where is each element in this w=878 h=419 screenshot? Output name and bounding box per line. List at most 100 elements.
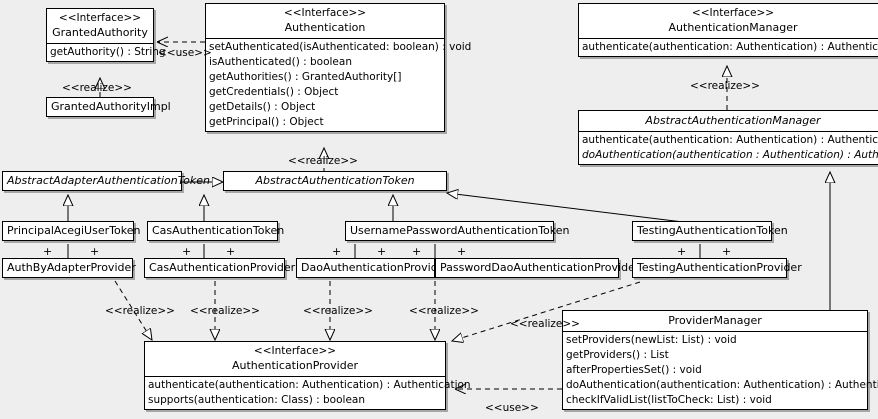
class-authentication-provider[interactable]: <<Interface>> AuthenticationProvider aut… [144, 341, 471, 410]
class-password-dao-authentication-provider[interactable]: PasswordDaoAuthenticationProvider [435, 258, 640, 278]
class-name: Authentication [284, 21, 366, 34]
class-name: DaoAuthenticationProvider [301, 261, 449, 274]
operation: doAuthentication(authentication: Authent… [566, 379, 878, 391]
class-testing-authentication-provider[interactable]: TestingAuthenticationProvider [632, 258, 802, 278]
class-header: TestingAuthenticationProvider [633, 259, 802, 277]
edge-label-realize-authentication: <<realize>> [288, 155, 358, 167]
class-header: DaoAuthenticationProvider [297, 259, 449, 277]
assoc-plus-username-pwd-left: + [412, 245, 422, 258]
class-abstract-adapter-authentication-token[interactable]: AbstractAdapterAuthenticationToken [2, 171, 210, 191]
operations-compartment: getAuthority() : String [47, 44, 166, 61]
stereotype-label: <<Interface>> [691, 7, 775, 19]
class-name: TestingAuthenticationToken [637, 224, 788, 237]
operation: getDetails() : Object [209, 101, 316, 113]
class-name: AbstractAuthenticationToken [255, 174, 415, 187]
operation: authenticate(authentication: Authenticat… [582, 41, 878, 53]
assoc-plus-username-dao-left: + [332, 245, 342, 258]
class-name: CasAuthenticationProvider [149, 261, 296, 274]
edge-label-realize-dao-provider: <<realize>> [303, 305, 373, 317]
edge-label-use-provider-manager: <<use>> [485, 402, 539, 414]
class-authentication-manager[interactable]: <<Interface>> AuthenticationManager auth… [578, 3, 878, 57]
class-header: GrantedAuthorityImpl [47, 98, 171, 116]
edge-label-realize-cas-provider: <<realize>> [190, 305, 260, 317]
class-header: <<Interface>> AuthenticationProvider [145, 342, 445, 377]
class-header: AuthByAdapterProvider [3, 259, 136, 277]
operation: authenticate(authentication: Authenticat… [148, 379, 471, 391]
class-granted-authority[interactable]: <<Interface>> GrantedAuthority getAuthor… [46, 8, 166, 62]
class-name: TestingAuthenticationProvider [637, 261, 802, 274]
class-header: CasAuthenticationToken [148, 222, 285, 240]
edge-label-realize-testing-provider: <<realize>> [510, 318, 580, 330]
assoc-plus-cas-left: + [182, 245, 192, 258]
class-header: TestingAuthenticationToken [633, 222, 788, 240]
operation: getProviders() : List [566, 349, 669, 361]
class-name: AbstractAdapterAuthenticationToken [7, 174, 210, 187]
class-dao-authentication-provider[interactable]: DaoAuthenticationProvider [296, 258, 449, 278]
stereotype-label: <<Interface>> [58, 12, 142, 24]
edge-label-realize-password-dao-provider: <<realize>> [409, 305, 479, 317]
assoc-plus-cas-right: + [226, 245, 236, 258]
class-cas-authentication-token[interactable]: CasAuthenticationToken [147, 221, 285, 241]
edge-label-realize-granted-authority-impl: <<realize>> [62, 82, 132, 94]
assoc-plus-testing-left: + [677, 245, 687, 258]
class-header: PasswordDaoAuthenticationProvider [436, 259, 640, 277]
class-granted-authority-impl[interactable]: GrantedAuthorityImpl [46, 97, 171, 117]
class-testing-authentication-token[interactable]: TestingAuthenticationToken [632, 221, 788, 241]
operation: getPrincipal() : Object [209, 116, 324, 128]
operation: checkIfValidList(listToCheck: List) : vo… [566, 394, 772, 406]
operation: isAuthenticated() : boolean [209, 56, 352, 68]
assoc-plus-username-pwd-right: + [457, 245, 467, 258]
class-name: PasswordDaoAuthenticationProvider [440, 261, 640, 274]
class-authentication[interactable]: <<Interface>> Authentication setAuthenti… [205, 3, 472, 132]
assoc-plus-username-dao-right: + [377, 245, 387, 258]
edge-label-use-granted-authority: <<use>> [158, 47, 212, 59]
operation: authenticate(authentication: Authenticat… [582, 134, 878, 146]
assoc-plus-testing-right: + [722, 245, 732, 258]
class-header: CasAuthenticationProvider [145, 259, 296, 277]
edge-label-realize-authentication-manager: <<realize>> [690, 80, 760, 92]
class-provider-manager[interactable]: ProviderManager setProviders(newList: Li… [562, 310, 878, 410]
class-header: <<Interface>> AuthenticationManager [579, 4, 878, 39]
class-abstract-authentication-token[interactable]: AbstractAuthenticationToken [223, 171, 447, 191]
class-header: <<Interface>> GrantedAuthority [47, 9, 153, 44]
class-name: CasAuthenticationToken [152, 224, 285, 237]
class-name: AuthByAdapterProvider [7, 261, 136, 274]
class-header: AbstractAuthenticationToken [224, 172, 446, 190]
operation: setProviders(newList: List) : void [566, 334, 737, 346]
operation: getAuthority() : String [50, 46, 166, 58]
class-header: UsernamePasswordAuthenticationToken [346, 222, 570, 240]
class-name: PrincipalAcegiUserToken [7, 224, 141, 237]
class-header: PrincipalAcegiUserToken [3, 222, 141, 240]
operations-compartment: authenticate(authentication: Authenticat… [579, 132, 878, 164]
stereotype-label: <<Interface>> [283, 7, 367, 19]
class-name: AbstractAuthenticationManager [645, 114, 821, 127]
class-header: AbstractAuthenticationManager [579, 111, 878, 132]
operations-compartment: authenticate(authentication: Authenticat… [145, 377, 471, 409]
edge-generalize-testing-token [447, 193, 684, 223]
operation: setAuthenticated(isAuthenticated: boolea… [209, 41, 472, 53]
edge-label-realize-auth-by-adapter: <<realize>> [105, 305, 175, 317]
class-name: GrantedAuthority [52, 26, 148, 39]
stereotype-label: <<Interface>> [253, 345, 337, 357]
operation: getCredentials() : Object [209, 86, 339, 98]
class-auth-by-adapter-provider[interactable]: AuthByAdapterProvider [2, 258, 136, 278]
class-header: <<Interface>> Authentication [206, 4, 444, 39]
class-header: AbstractAdapterAuthenticationToken [3, 172, 210, 190]
operation: supports(authentication: Class) : boolea… [148, 394, 365, 406]
class-header: ProviderManager [563, 311, 867, 332]
class-abstract-authentication-manager[interactable]: AbstractAuthenticationManager authentica… [578, 110, 878, 165]
operations-compartment: setProviders(newList: List) : void getPr… [563, 332, 878, 409]
class-name: AuthenticationProvider [231, 359, 359, 372]
operation: afterPropertiesSet() : void [566, 364, 702, 376]
class-principal-acegi-user-token[interactable]: PrincipalAcegiUserToken [2, 221, 141, 241]
class-cas-authentication-provider[interactable]: CasAuthenticationProvider [144, 258, 296, 278]
operation: doAuthentication(authentication : Authen… [582, 149, 878, 161]
operations-compartment: authenticate(authentication: Authenticat… [579, 39, 878, 56]
operation: getAuthorities() : GrantedAuthority[] [209, 71, 402, 83]
class-username-password-authentication-token[interactable]: UsernamePasswordAuthenticationToken [345, 221, 570, 241]
class-name: GrantedAuthorityImpl [51, 100, 171, 113]
class-name: AuthenticationManager [668, 21, 798, 34]
class-name: ProviderManager [668, 314, 762, 327]
class-name: UsernamePasswordAuthenticationToken [350, 224, 570, 237]
